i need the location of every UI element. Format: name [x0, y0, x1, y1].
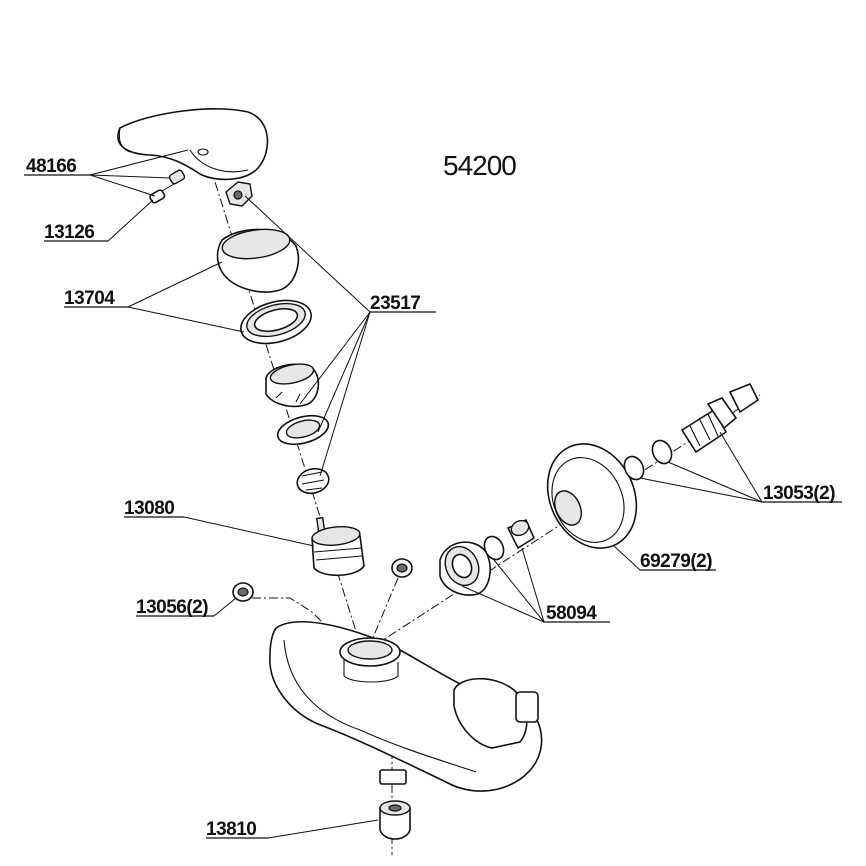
cap-nut-part — [265, 363, 320, 408]
model-number: 54200 — [443, 150, 516, 181]
eccentric-fitting-part — [623, 382, 760, 481]
nipple-part — [506, 518, 536, 550]
dome-cap-part — [216, 228, 300, 293]
wall-flange-part — [546, 443, 638, 549]
part-label-13080: 13080 — [124, 498, 174, 519]
union-nut-part — [439, 541, 491, 596]
washer-ring-part — [276, 414, 330, 446]
spline-adapter-part — [296, 467, 330, 495]
plug-screw-part — [232, 558, 413, 641]
part-label-13126: 13126 — [44, 222, 94, 243]
part-label-13704: 13704 — [64, 288, 115, 309]
part-label-13810: 13810 — [206, 819, 256, 840]
valve-body — [269, 621, 543, 792]
bottom-cap-part — [379, 800, 411, 840]
trim-ring-part — [240, 299, 312, 345]
adapter-part — [225, 181, 253, 207]
part-label-58094: 58094 — [546, 603, 597, 624]
cartridge-part — [311, 516, 365, 577]
part-label-23517: 23517 — [370, 293, 420, 314]
lever-handle — [117, 108, 269, 181]
part-label-13053: 13053(2) — [763, 483, 835, 504]
o-ring-part — [483, 535, 505, 561]
part-label-13056: 13056(2) — [136, 597, 208, 618]
leader-lines — [24, 149, 842, 839]
set-screw-part — [149, 169, 186, 204]
part-labels: 48166 13126 13704 23517 13080 13056(2) 1… — [26, 156, 836, 840]
part-label-48166: 48166 — [26, 156, 76, 177]
part-label-69279: 69279(2) — [640, 551, 712, 572]
